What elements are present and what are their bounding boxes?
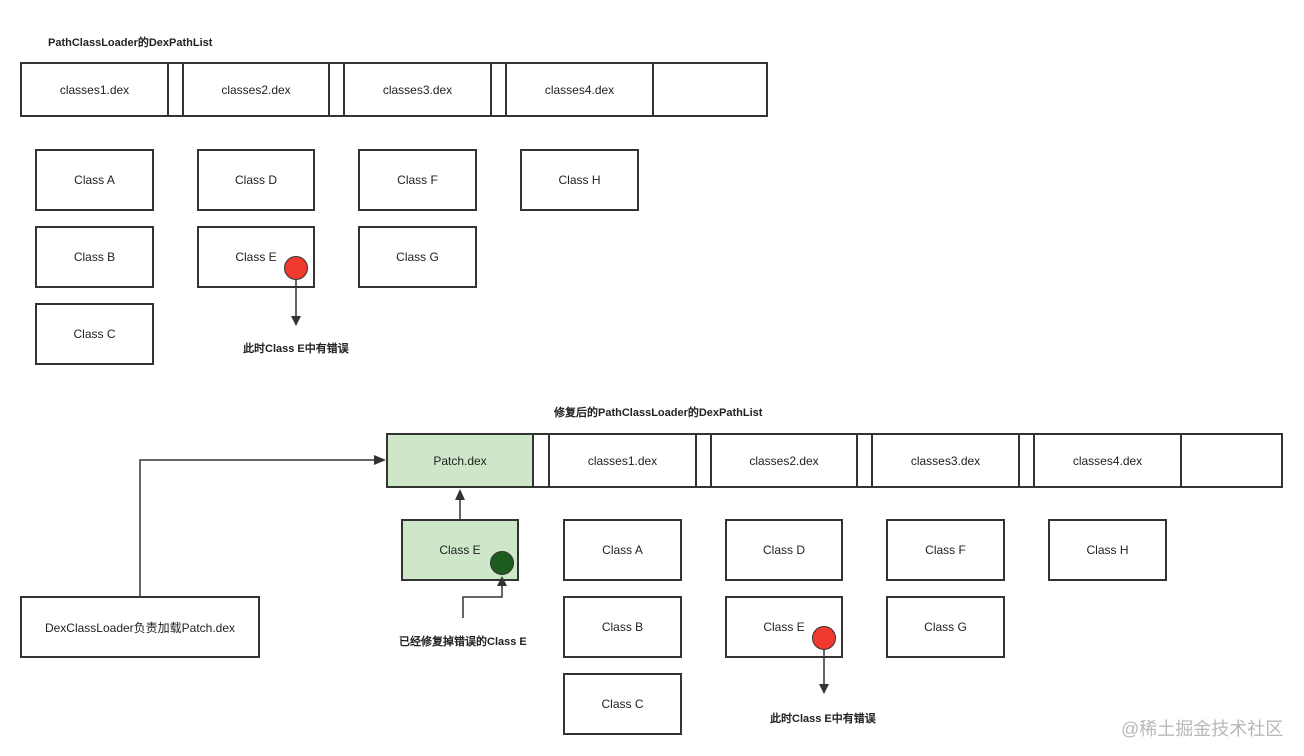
dex-box-classes2: classes2.dex <box>182 62 330 117</box>
class-box-h: Class H <box>1048 519 1167 581</box>
class-box-d: Class D <box>725 519 843 581</box>
error-dot-icon <box>812 626 836 650</box>
bottom-title: 修复后的PathClassLoader的DexPathList <box>554 407 763 419</box>
arrow-head-icon <box>819 684 829 694</box>
arrow-head-icon <box>497 576 507 586</box>
fixed-note-connector <box>462 586 503 618</box>
dex-box-classes4: classes4.dex <box>505 62 654 117</box>
fixed-note: 已经修复掉错误的Class E <box>399 636 527 648</box>
error-note: 此时Class E中有错误 <box>770 713 876 725</box>
dex-box-classes2: classes2.dex <box>710 433 858 488</box>
class-box-d: Class D <box>197 149 315 211</box>
error-dot-icon <box>284 256 308 280</box>
watermark: @稀土掘金技术社区 <box>1121 719 1284 739</box>
class-box-c: Class C <box>35 303 154 365</box>
class-box-g: Class G <box>886 596 1005 658</box>
dex-class-loader-box: DexClassLoader负责加载Patch.dex <box>20 596 260 658</box>
class-box-g: Class G <box>358 226 477 288</box>
class-box-f: Class F <box>358 149 477 211</box>
class-box-f: Class F <box>886 519 1005 581</box>
class-box-b: Class B <box>563 596 682 658</box>
loader-arrow-line <box>139 459 374 596</box>
dex-box-classes3: classes3.dex <box>343 62 492 117</box>
top-title: PathClassLoader的DexPathList <box>48 37 213 49</box>
class-box-a: Class A <box>563 519 682 581</box>
dex-box-patch: Patch.dex <box>386 433 534 488</box>
class-box-b: Class B <box>35 226 154 288</box>
dex-box-classes4: classes4.dex <box>1033 433 1182 488</box>
error-note: 此时Class E中有错误 <box>243 343 349 355</box>
dex-box-classes3: classes3.dex <box>871 433 1020 488</box>
arrow-head-icon <box>374 455 386 465</box>
arrow-head-icon <box>455 489 465 500</box>
dex-box-classes1: classes1.dex <box>548 433 697 488</box>
class-box-c: Class C <box>563 673 682 735</box>
fixed-dot-icon <box>490 551 514 575</box>
class-box-a: Class A <box>35 149 154 211</box>
dex-box-classes1: classes1.dex <box>20 62 169 117</box>
class-box-h: Class H <box>520 149 639 211</box>
arrow-head-icon <box>291 316 301 326</box>
